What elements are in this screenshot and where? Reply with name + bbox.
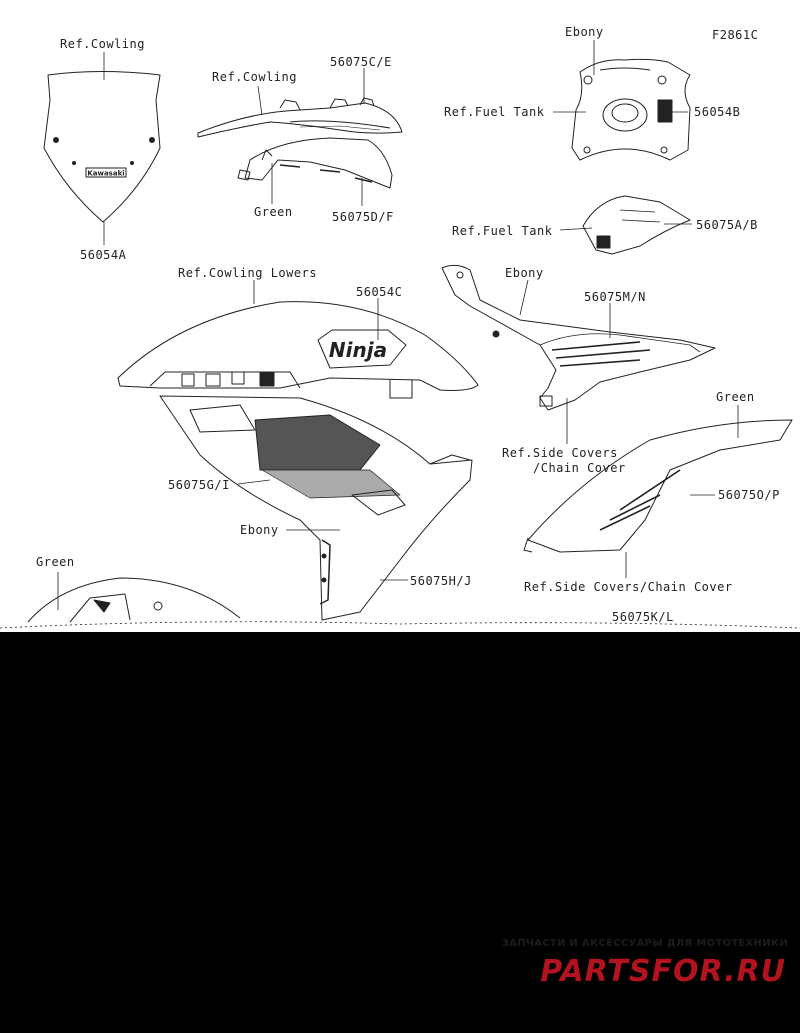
label-ref-side-covers-1a: Ref.Side Covers	[502, 446, 618, 460]
figure-code: F2861C	[712, 28, 759, 42]
bottom-cowl-part	[0, 577, 800, 629]
watermark-tagline: ЗАПЧАСТИ И АКСЕССУАРЫ ДЛЯ МОТОТЕХНИКИ	[501, 938, 788, 949]
upper-cowling-part	[197, 97, 403, 138]
label-ref-cowling-2: Ref.Cowling	[212, 70, 297, 84]
label-ebony-2: Ebony	[505, 266, 544, 280]
watermark-logo-text: PARTSFOR.RU	[540, 954, 786, 988]
windscreen-brand-decal: Kawasaki	[87, 170, 124, 178]
leader-lines	[57, 40, 739, 610]
label-56075MN: 56075M/N	[584, 290, 646, 304]
label-56054A: 56054A	[80, 248, 127, 262]
label-56075DF: 56075D/F	[332, 210, 394, 224]
label-ebony-3: Ebony	[240, 523, 279, 537]
fuel-tank-side-part	[582, 195, 691, 255]
side-cover-lower-part	[523, 419, 793, 553]
label-green-2: Green	[716, 390, 755, 404]
fairing-side-part	[159, 395, 473, 621]
fairing-model-decal: Ninja	[329, 338, 387, 362]
label-ref-side-covers-1b: /Chain Cover	[533, 461, 626, 475]
label-56075HJ: 56075H/J	[410, 574, 472, 588]
cowling-lower-part: Ninja	[117, 301, 479, 399]
label-green-3: Green	[36, 555, 75, 569]
fuel-tank-top-part	[571, 58, 691, 161]
lower-cowling-part	[237, 137, 393, 189]
label-ref-fuel-tank-1: Ref.Fuel Tank	[444, 105, 545, 119]
label-56075CE: 56075C/E	[330, 55, 392, 69]
label-56075AB: 56075A/B	[696, 218, 758, 232]
label-56075KL: 56075K/L	[612, 610, 674, 624]
label-56054C: 56054C	[356, 285, 403, 299]
label-ref-fuel-tank-2: Ref.Fuel Tank	[452, 224, 553, 238]
label-56075OP: 56075O/P	[718, 488, 780, 502]
windscreen-part: Kawasaki	[43, 71, 161, 223]
label-56075GI: 56075G/I	[168, 478, 230, 492]
watermark-logo: PARTSFOR.RU	[540, 954, 786, 988]
label-ebony-1: Ebony	[565, 25, 604, 39]
parts-diagram: Kawasaki	[0, 0, 800, 632]
label-ref-cowling-1: Ref.Cowling	[60, 37, 145, 51]
side-cover-upper-part	[441, 264, 716, 411]
watermark: ЗАПЧАСТИ И АКСЕССУАРЫ ДЛЯ МОТОТЕХНИКИ PA…	[488, 938, 788, 988]
parts-drawing: Kawasaki	[0, 40, 800, 629]
label-56054B: 56054B	[694, 105, 741, 119]
label-ref-cowling-lowers: Ref.Cowling Lowers	[178, 266, 318, 280]
label-green-1: Green	[254, 205, 293, 219]
label-ref-side-covers-2: Ref.Side Covers/Chain Cover	[524, 580, 733, 594]
